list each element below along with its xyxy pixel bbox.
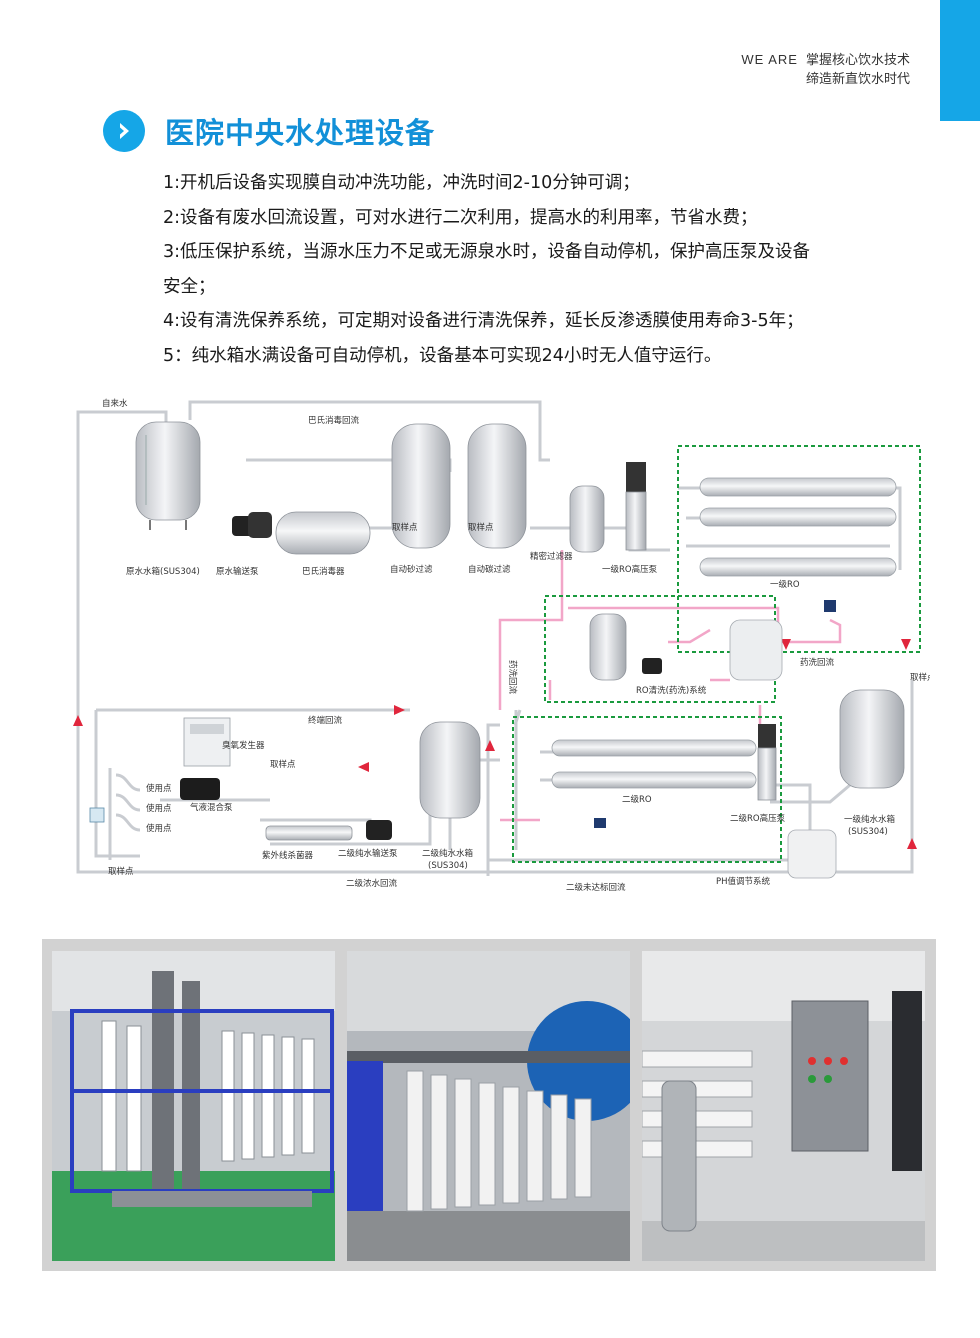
label-pure1-tank-material: (SUS304) — [848, 827, 888, 837]
label-use-point: 使用点 — [146, 803, 172, 814]
ro-control-cabinet-photo — [642, 951, 925, 1261]
label-ro1-pump: 一级RO高压泵 — [602, 564, 658, 575]
label-precision-filter: 精密过滤器 — [530, 551, 573, 562]
tagline-line1: 掌握核心饮水技术 — [805, 53, 910, 68]
membrane-array-photo — [347, 951, 630, 1261]
label-ro-clean: RO清洗(药洗)系统 — [636, 685, 707, 696]
feature-item: 2:设备有废水回流设置，可对水进行二次利用，提高水的利用率，节省水费； — [163, 207, 758, 228]
label-sampling: 取样点 — [108, 866, 134, 877]
tagline: WE ARE 掌握核心饮水技术 缔造新直饮水时代 — [741, 50, 910, 89]
label-pure2-tank-material: (SUS304) — [428, 861, 468, 871]
feature-item: 4:设有清洗保养系统，可定期对设备进行清洗保养，延长反渗透膜使用寿命3-5年； — [163, 311, 804, 331]
label-ro1: 一级RO — [770, 579, 800, 590]
photo-strip — [42, 939, 936, 1271]
label-carbon-filter: 自动碳过滤 — [468, 564, 511, 575]
title-row: 医院中央水处理设备 — [103, 108, 435, 154]
label-sampling: 取样点 — [392, 522, 418, 533]
label-pasteur-sterilizer: 巴氏消毒器 — [302, 566, 345, 577]
label-chem-wash-return: 药洗回流 — [800, 657, 835, 668]
label-uv: 紫外线杀菌器 — [262, 850, 314, 861]
label-ph: PH值调节系统 — [716, 876, 771, 887]
label-mix-pump: 气液混合泵 — [190, 802, 233, 813]
label-chem-wash-return-vertical: 药洗回流 — [507, 660, 518, 695]
label-use-point: 使用点 — [146, 823, 172, 834]
chevron-right-icon — [103, 110, 145, 152]
page-title: 医院中央水处理设备 — [165, 116, 436, 150]
label-ozone: 臭氧发生器 — [222, 740, 265, 751]
tagline-en: WE ARE — [741, 52, 798, 67]
label-ro2-reject-return: 二级未达标回流 — [566, 882, 626, 893]
label-sampling: 取样点 — [468, 522, 494, 533]
label-ro2-pump: 二级RO高压泵 — [730, 813, 786, 824]
feature-item: 3:低压保护系统，当源水压力不足或无源泉水时，设备自动停机，保护高压泵及设备 — [163, 242, 811, 262]
process-diagram: 自来水 巴氏消毒回流 原水水箱(SUS304) 原水输送泵 巴氏消毒器 自动砂过… — [70, 380, 936, 895]
edge-tab — [940, 0, 980, 121]
label-conc2-return: 二级浓水回流 — [346, 878, 398, 889]
ultrafiltration-rack-photo — [52, 951, 335, 1261]
label-raw-pump: 原水输送泵 — [216, 566, 259, 577]
label-raw-tank: 原水水箱(SUS304) — [126, 566, 200, 577]
label-sand-filter: 自动砂过滤 — [390, 564, 433, 575]
label-pure2-tank: 二级纯水水箱 — [422, 848, 474, 859]
feature-item: 安全； — [163, 276, 216, 297]
feature-item: 5：纯水箱水满设备可自动停机，设备基本可实现24小时无人值守运行。 — [163, 345, 722, 366]
tagline-line2: 缔造新直饮水时代 — [805, 72, 910, 87]
feature-list: 1:开机后设备实现膜自动冲洗功能，冲洗时间2-10分钟可调； 2:设备有废水回流… — [163, 166, 933, 373]
label-terminal-return: 终端回流 — [308, 715, 343, 726]
label-ro2: 二级RO — [622, 794, 652, 805]
label-pasteur-return: 巴氏消毒回流 — [308, 415, 360, 426]
label-pure1-tank: 一级纯水水箱 — [844, 814, 896, 825]
label-sampling: 取样点 — [270, 759, 296, 770]
label-pure2-pump: 二级纯水输送泵 — [338, 848, 398, 859]
label-use-point: 使用点 — [146, 783, 172, 794]
feature-item: 1:开机后设备实现膜自动冲洗功能，冲洗时间2-10分钟可调； — [163, 173, 640, 193]
label-sampling: 取样点 — [910, 672, 930, 683]
label-tap-water: 自来水 — [102, 398, 128, 409]
